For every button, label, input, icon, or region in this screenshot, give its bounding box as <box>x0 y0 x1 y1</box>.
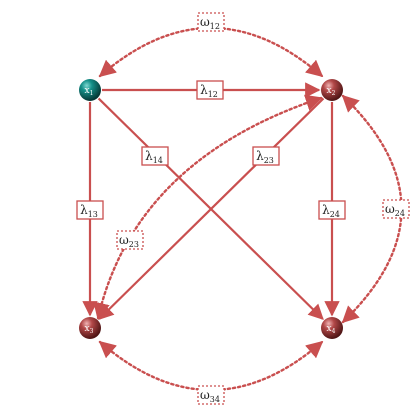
label-l24: λ24 <box>318 200 346 220</box>
edge-w34 <box>98 340 324 392</box>
label-l24-text: λ24 <box>322 203 340 219</box>
node-x4-label: x4 <box>327 324 336 335</box>
label-l13: λ13 <box>76 200 104 220</box>
node-x3-label: x3 <box>85 324 94 335</box>
label-l23: λ23 <box>252 146 280 166</box>
label-w23: ω23 <box>116 230 144 250</box>
node-x2: x2 <box>321 79 343 101</box>
node-x2-label: x2 <box>327 86 336 97</box>
edge-w12 <box>98 26 324 78</box>
label-w12-text: ω12 <box>200 15 220 31</box>
edge-w23 <box>93 94 323 320</box>
label-l12: λ12 <box>196 80 224 100</box>
label-l14: λ14 <box>141 146 169 166</box>
label-w24-text: ω24 <box>385 202 405 218</box>
label-l14-text: λ14 <box>145 149 163 165</box>
label-l12-text: λ12 <box>200 83 218 99</box>
node-x4: x4 <box>321 317 343 339</box>
label-l23-text: λ23 <box>256 149 274 165</box>
label-w34: ω34 <box>197 385 225 405</box>
label-l13-text: λ13 <box>80 203 98 219</box>
label-w12: ω12 <box>197 12 225 32</box>
label-w24: ω24 <box>382 199 410 219</box>
label-w34-text: ω34 <box>200 388 220 404</box>
node-x1: x1 <box>79 79 101 101</box>
node-x1-label: x1 <box>85 86 94 97</box>
label-w23-text: ω23 <box>119 233 139 249</box>
node-x3: x3 <box>79 317 101 339</box>
